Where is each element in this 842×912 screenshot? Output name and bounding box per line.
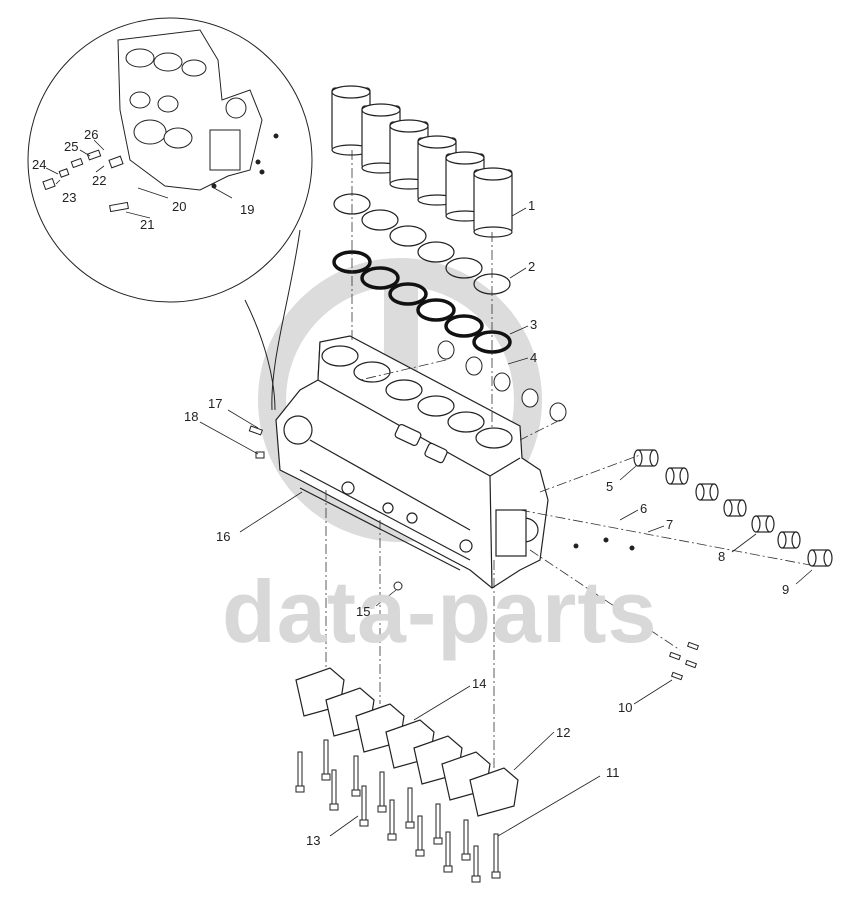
callout-25: 25 <box>64 139 79 154</box>
assembly-lines <box>325 150 811 770</box>
callout-1: 1 <box>528 198 536 213</box>
callout-23: 23 <box>62 190 77 205</box>
callout-16: 16 <box>216 529 231 544</box>
cylinder-liners <box>331 85 513 238</box>
callout-18: 18 <box>184 409 199 424</box>
callout-24: 24 <box>32 157 47 172</box>
callout-19: 19 <box>240 202 255 217</box>
callout-11: 11 <box>606 765 620 780</box>
callout-22: 22 <box>92 173 107 188</box>
callout-13: 13 <box>306 833 321 848</box>
callout-15: 15 <box>356 604 371 619</box>
callout-20: 20 <box>172 199 187 214</box>
callout-3: 3 <box>530 317 538 332</box>
seal-rings-thin <box>333 193 511 295</box>
leader-lines <box>45 139 813 837</box>
detail-view-circle <box>27 17 313 411</box>
cap-bolts <box>295 739 501 883</box>
watermark-text: data-parts <box>222 562 658 661</box>
bearing-caps <box>295 667 519 817</box>
detail-block <box>42 29 279 213</box>
callout-17: 17 <box>208 396 223 411</box>
callout-6: 6 <box>640 501 648 516</box>
callout-2: 2 <box>528 259 536 274</box>
callout-4: 4 <box>530 350 538 365</box>
cam-bushings <box>633 449 833 567</box>
callout-7: 7 <box>666 517 674 532</box>
callout-9: 9 <box>782 582 790 597</box>
callout-12: 12 <box>556 725 571 740</box>
expansion-plugs <box>437 340 567 422</box>
engine-block <box>275 335 549 589</box>
callout-21: 21 <box>140 217 155 232</box>
callout-10: 10 <box>618 700 633 715</box>
small-pins <box>248 425 700 681</box>
callout-5: 5 <box>606 479 614 494</box>
callout-26: 26 <box>84 127 99 142</box>
callout-8: 8 <box>718 549 726 564</box>
callout-14: 14 <box>472 676 487 691</box>
